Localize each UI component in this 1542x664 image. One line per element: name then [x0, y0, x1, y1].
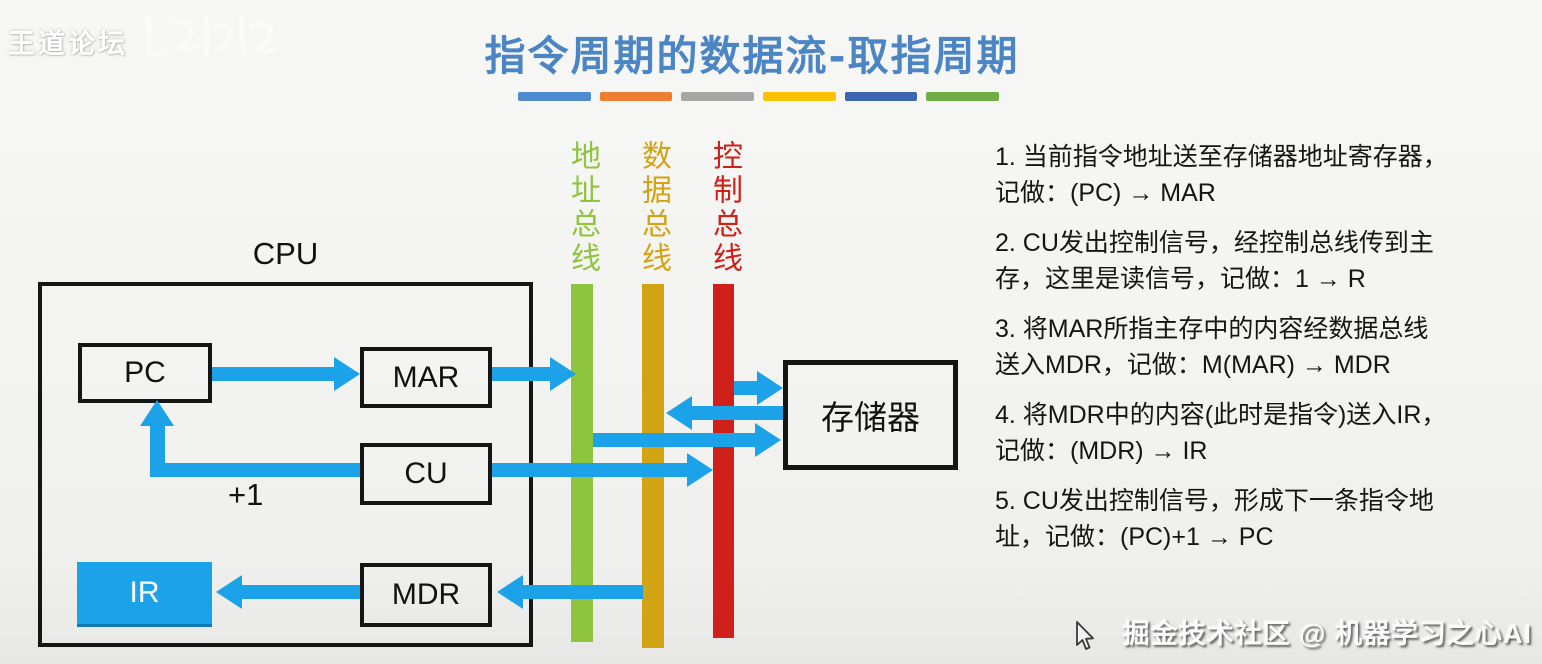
ir-register: IR: [77, 562, 212, 627]
arrow-control-bus-to-memory: [734, 371, 783, 405]
notes-list: 1. 当前指令地址送至存储器地址寄存器， 记做：(PC) → MAR 2. CU…: [995, 139, 1542, 569]
note-item-3: 3. 将MAR所指主存中的内容经数据总线 送入MDR，记做：M(MAR) → M…: [995, 311, 1542, 383]
mouse-cursor-icon: [1076, 621, 1094, 650]
note-line: 送入MDR，记做：M(MAR) → MDR: [995, 351, 1391, 379]
data-bus-label: 数据总线: [636, 140, 671, 276]
note-line: 1. 当前指令地址送至存储器地址寄存器，: [995, 143, 1448, 171]
divider-bar-1: [518, 92, 591, 101]
note-line: 3. 将MAR所指主存中的内容经数据总线: [995, 315, 1429, 343]
note-item-5: 5. CU发出控制信号，形成下一条指令地 址，记做：(PC)+1 → PC: [995, 483, 1542, 555]
title-divider: [518, 92, 1000, 101]
note-line: 记做：(PC) → MAR: [995, 179, 1216, 207]
mdr-register: MDR: [360, 563, 492, 627]
divider-bar-4: [763, 92, 836, 101]
divider-bar-5: [844, 92, 918, 101]
divider-bar-3: [681, 92, 755, 101]
arrow-address-bus-to-memory: [593, 423, 781, 457]
note-item-1: 1. 当前指令地址送至存储器地址寄存器， 记做：(PC) → MAR: [995, 139, 1542, 211]
cpu-label: CPU: [252, 236, 319, 271]
divider-bar-6: [926, 92, 1000, 101]
address-bus-label: 地址总线: [565, 140, 600, 276]
pc-register: PC: [78, 343, 212, 403]
note-line: 记做：(MDR) → IR: [995, 437, 1208, 465]
note-line: 5. CU发出控制信号，形成下一条指令地: [995, 487, 1434, 515]
divider-bar-2: [599, 92, 673, 101]
arrow-cu-to-pc: [140, 400, 360, 477]
community-watermark: 掘金技术社区 @ 机器学习之心AI: [1122, 619, 1532, 649]
mar-register: MAR: [360, 347, 492, 408]
arrow-cu-to-control-bus: [492, 453, 713, 487]
arrow-data-bus-to-mdr: [497, 575, 643, 609]
memory-box: 存储器: [783, 360, 958, 470]
page-title: 指令周期的数据流-取指周期: [484, 32, 1020, 80]
calligraphy-watermark-icon: [145, 13, 277, 57]
note-item-2: 2. CU发出控制信号，经控制总线传到主 存，这里是读信号，记做：1 → R: [995, 225, 1542, 297]
arrow-mar-to-address-bus: [492, 357, 576, 391]
cu-unit: CU: [360, 443, 492, 505]
brand-watermark: 王道论坛: [8, 29, 128, 59]
note-line: 存，这里是读信号，记做：1 → R: [995, 265, 1366, 293]
control-bus: [713, 284, 734, 638]
arrow-pc-to-mar: [212, 357, 360, 391]
increment-label: +1: [228, 477, 264, 512]
note-item-4: 4. 将MDR中的内容(此时是指令)送入IR， 记做：(MDR) → IR: [995, 397, 1542, 469]
note-line: 2. CU发出控制信号，经控制总线传到主: [995, 229, 1434, 257]
arrow-mdr-to-ir: [216, 575, 360, 609]
note-line: 4. 将MDR中的内容(此时是指令)送入IR，: [995, 401, 1447, 429]
control-bus-label: 控制总线: [707, 140, 742, 276]
note-line: 址，记做：(PC)+1 → PC: [995, 523, 1274, 551]
arrow-memory-to-data-bus: [666, 396, 783, 430]
